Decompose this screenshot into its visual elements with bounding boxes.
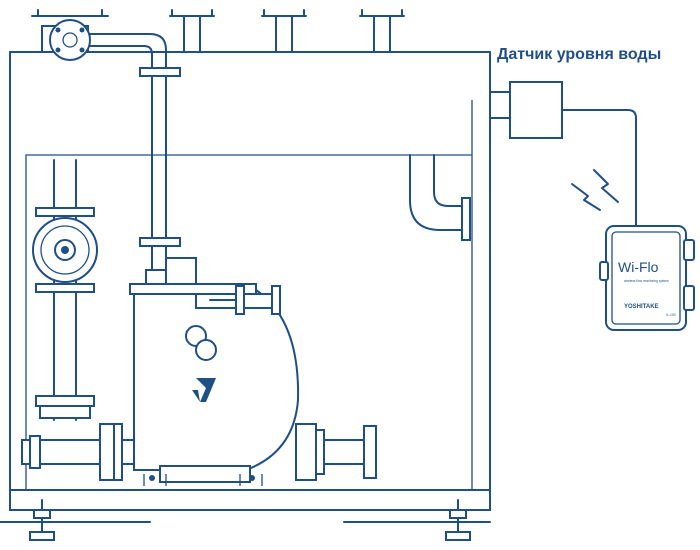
device-model: IL-100 xyxy=(666,313,676,317)
pump-body xyxy=(129,257,300,486)
top-nozzle-3 xyxy=(261,9,307,53)
check-valve xyxy=(32,159,98,421)
wi-flo-device: Wi-Flo wireless flow monitoring system Y… xyxy=(599,225,695,331)
water-level-sensor xyxy=(489,81,637,227)
suction-pipe xyxy=(21,423,137,481)
pump-top-valve xyxy=(195,285,281,315)
tank-shell xyxy=(9,51,491,511)
device-brand-logo: Wi-Flo xyxy=(618,259,659,275)
top-nozzle-4 xyxy=(359,9,405,53)
top-nozzle-2 xyxy=(169,9,215,53)
water-level-sensor-label: Датчик уровня воды xyxy=(497,46,662,63)
device-maker: YOSHITAKE xyxy=(624,304,659,310)
inlet-elbow xyxy=(409,154,471,241)
wireless-signal-icon xyxy=(571,169,619,211)
foot-left xyxy=(29,499,55,541)
outlet-pipe xyxy=(295,423,377,481)
tank-feet xyxy=(0,499,491,541)
device-tagline: wireless flow monitoring system xyxy=(624,279,669,283)
foot-right xyxy=(445,499,471,541)
